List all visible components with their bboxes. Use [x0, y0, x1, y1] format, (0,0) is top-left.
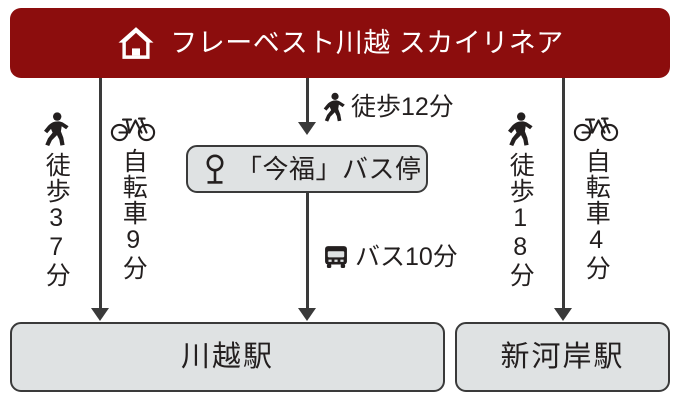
- property-name: フレーベスト川越 スカイリネア: [170, 27, 564, 58]
- right-route-arrowhead: [554, 308, 572, 321]
- right-walk-text: 徒歩18分: [506, 152, 535, 288]
- station-box-shinkashi: 新河岸駅: [455, 322, 670, 392]
- station-name: 新河岸駅: [500, 340, 625, 373]
- walking-icon: [323, 92, 345, 122]
- station-name: 川越駅: [180, 340, 274, 373]
- right-bike-label: 自転車4分: [573, 112, 619, 281]
- bicycle-icon: [110, 117, 156, 142]
- left-bike-text: 自転車9分: [119, 148, 148, 281]
- center-bus-label: バス10分: [322, 243, 458, 271]
- center-bus-text: バス10分: [355, 242, 458, 271]
- right-route-line: [562, 78, 565, 310]
- center-walk-text: 徒歩12分: [351, 92, 454, 121]
- center-walk-label: 徒歩12分: [322, 92, 454, 122]
- center-walk-line: [306, 78, 309, 124]
- left-bike-label: 自転車9分: [110, 112, 156, 281]
- home-icon: [118, 27, 154, 59]
- left-walk-text: 徒歩37分: [42, 152, 71, 288]
- walking-icon: [44, 112, 69, 146]
- busstop-box: 「今福」バス停: [186, 145, 428, 193]
- right-walk-label: 徒歩18分: [506, 112, 534, 288]
- station-box-kawagoe: 川越駅: [10, 322, 445, 392]
- left-walk-label: 徒歩37分: [42, 112, 70, 288]
- bicycle-icon: [573, 117, 619, 142]
- left-route-line: [99, 78, 102, 310]
- bus-icon: [325, 246, 347, 269]
- center-bus-arrowhead: [298, 308, 316, 321]
- right-bike-text: 自転車4分: [582, 148, 611, 281]
- left-route-arrowhead: [91, 308, 109, 321]
- walking-icon: [508, 112, 533, 146]
- bus-stop-pole-icon: [206, 154, 224, 184]
- busstop-text: 「今福」バス停: [236, 154, 422, 184]
- center-walk-arrowhead: [298, 122, 316, 135]
- center-bus-line: [306, 193, 309, 310]
- property-header: フレーベスト川越 スカイリネア: [10, 8, 670, 78]
